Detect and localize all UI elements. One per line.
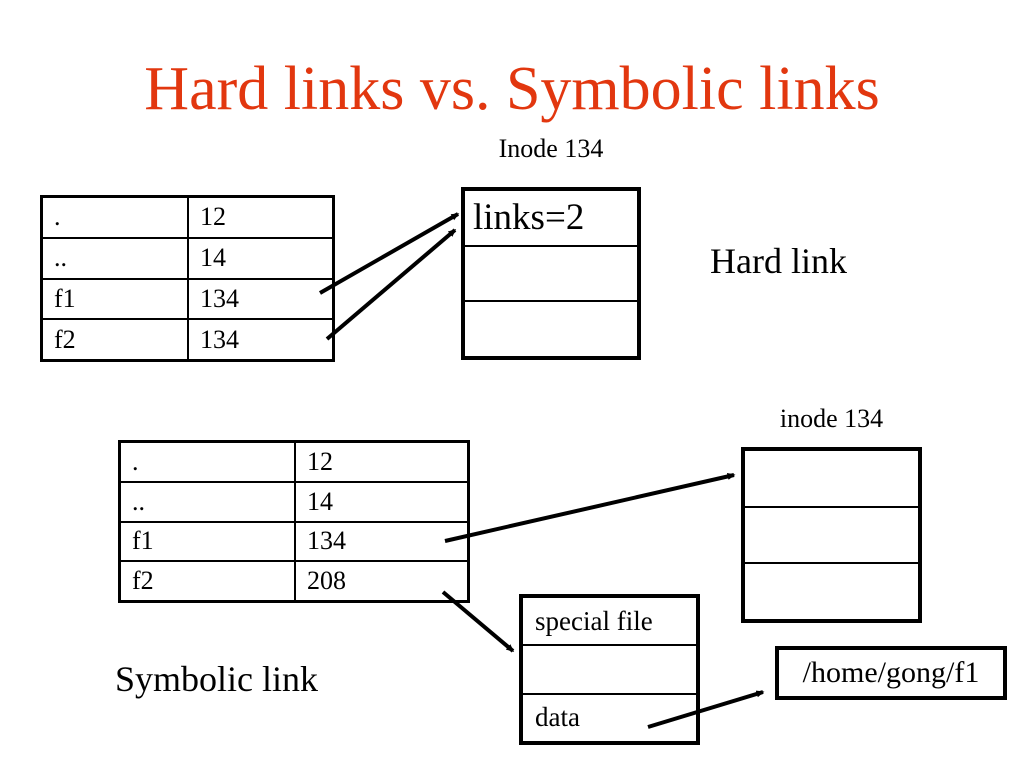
slide-title: Hard links vs. Symbolic links	[144, 55, 880, 123]
entry-name-cell: ..	[121, 482, 296, 521]
symlink-target-inode-box	[741, 447, 922, 623]
inode-links-count-cell: links=2	[473, 197, 585, 239]
table-row: . 12	[121, 443, 467, 481]
symbolic-link-label: Symbolic link	[115, 659, 319, 699]
arrow-f2-to-hardlink-inode	[325, 228, 457, 341]
arrow-f1-to-hardlink-inode	[319, 212, 460, 295]
table-row: f2 134	[43, 318, 332, 359]
entry-inode-cell: 134	[307, 526, 346, 556]
table-row: f2 208	[121, 560, 467, 600]
entry-inode-cell: 14	[200, 243, 226, 273]
entry-inode-cell: 14	[307, 486, 333, 516]
entry-name-cell: ..	[43, 238, 189, 278]
table-row: .. 14	[43, 236, 332, 278]
special-file-title-cell: special file	[535, 605, 653, 636]
entry-name-cell: .	[43, 198, 189, 237]
special-file-empty-cell	[523, 644, 696, 692]
entry-name-cell: f1	[121, 522, 296, 561]
table-row: . 12	[43, 198, 332, 237]
arrow-f1-to-symlink-target-inode	[444, 473, 736, 543]
entry-inode-cell: 12	[307, 446, 333, 476]
entry-inode-cell: 12	[200, 202, 226, 232]
inode-134-top-label: Inode 134	[498, 134, 604, 163]
inode-empty-cell	[745, 451, 918, 506]
table-row: f1 134	[43, 277, 332, 319]
entry-inode-cell: 208	[307, 566, 346, 596]
inode-empty-cell	[745, 505, 918, 563]
entry-inode-cell: 134	[200, 324, 239, 354]
table-row: f1 134	[121, 520, 467, 561]
entry-inode-cell: 134	[200, 283, 239, 313]
entry-name-cell: f2	[121, 562, 296, 600]
special-file-data-cell: data	[523, 692, 696, 741]
table-row: .. 14	[121, 480, 467, 521]
inode-empty-cell	[465, 244, 637, 301]
hard-link-directory-table: . 12 .. 14 f1 134 f2 134	[40, 195, 335, 362]
symlink-path-box: /home/gong/f1	[775, 646, 1007, 700]
inode-empty-cell	[465, 300, 637, 356]
hard-link-label: Hard link	[710, 241, 847, 281]
entry-name-cell: .	[121, 443, 296, 481]
entry-name-cell: f2	[43, 320, 189, 359]
symlink-directory-table: . 12 .. 14 f1 134 f2 208	[118, 440, 470, 603]
entry-name-cell: f1	[43, 279, 189, 319]
inode-134-right-label: inode 134	[779, 404, 884, 433]
hard-link-inode-box: links=2	[461, 187, 641, 360]
inode-empty-cell	[745, 562, 918, 619]
special-file-box: special file data	[519, 594, 700, 745]
